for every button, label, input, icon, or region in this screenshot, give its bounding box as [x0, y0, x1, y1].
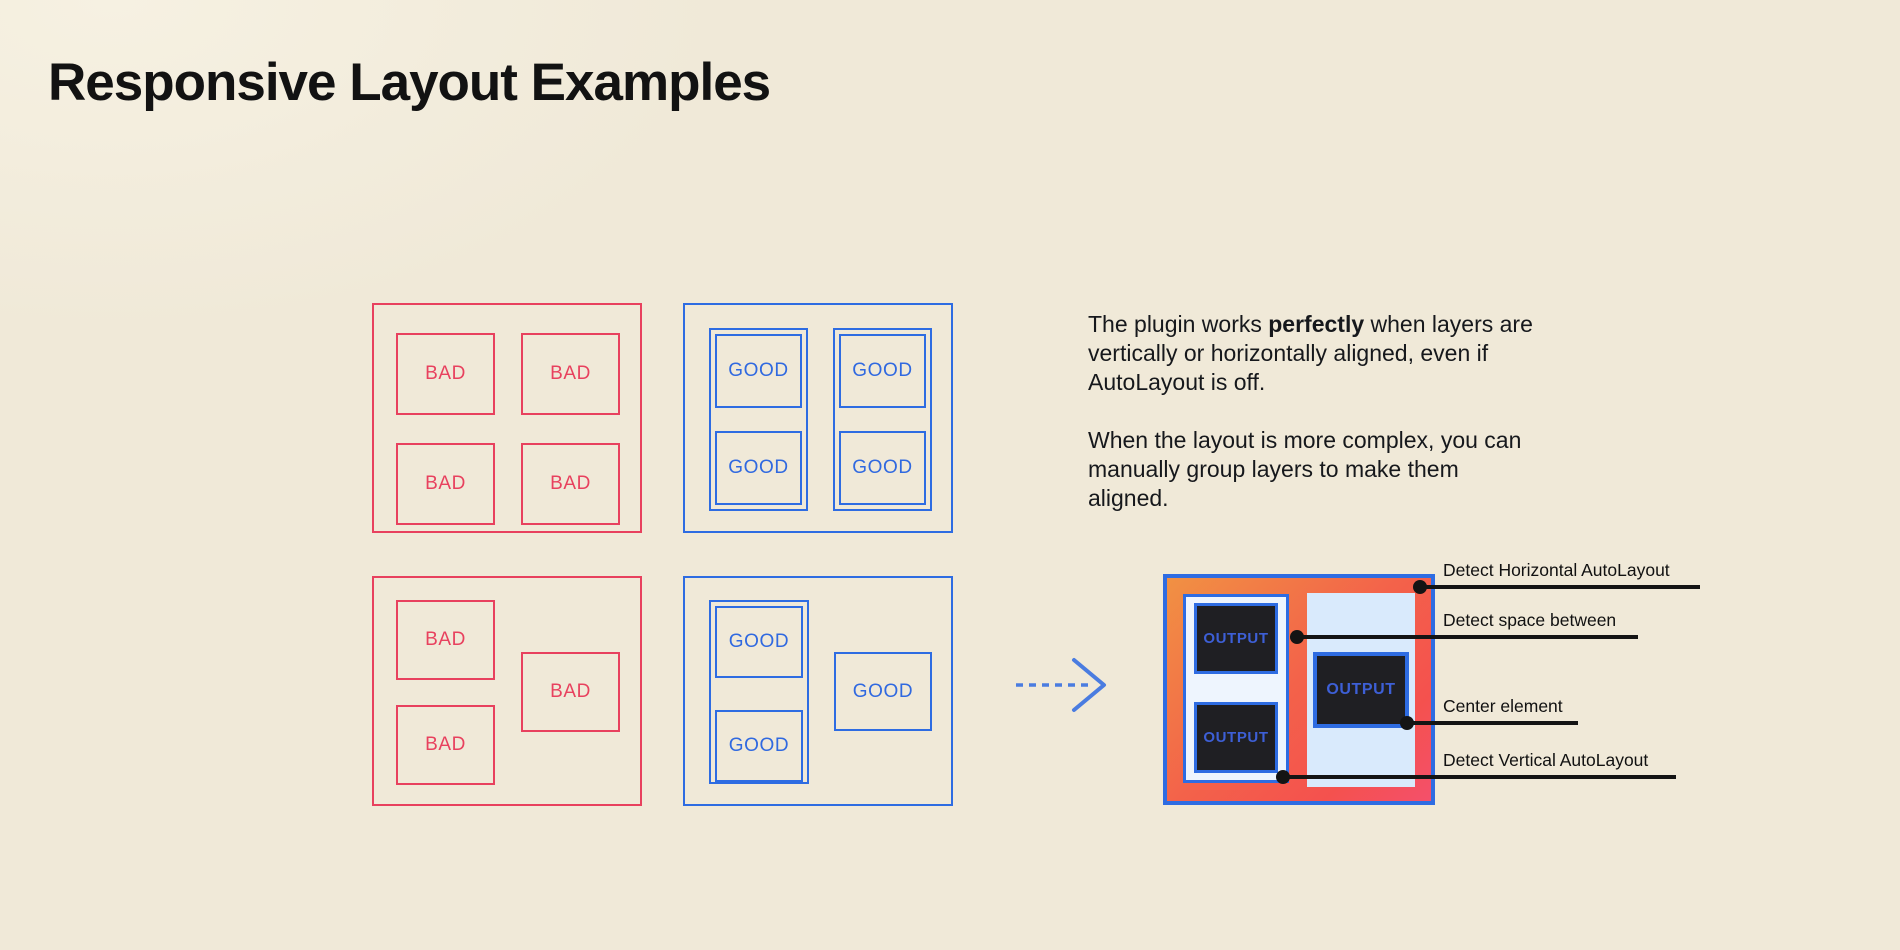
- description-text: The plugin works perfectly when layers a…: [1088, 310, 1540, 542]
- annotation-detect-vertical: Detect Vertical AutoLayout: [1443, 750, 1649, 770]
- flow-arrow-icon: [1016, 658, 1106, 712]
- connector-dot: [1400, 716, 1414, 730]
- good-box: GOOD: [839, 431, 926, 505]
- bad-box: BAD: [396, 333, 495, 415]
- connector-line: [1283, 775, 1676, 779]
- connector-line: [1420, 585, 1700, 589]
- good-manual-group: GOOD GOOD: [709, 600, 809, 784]
- output-center-panel: OUTPUT: [1307, 593, 1415, 787]
- bad-box: BAD: [396, 705, 495, 785]
- good-column-group: GOOD GOOD: [709, 328, 808, 511]
- bad-box: BAD: [521, 652, 620, 732]
- bad-box: BAD: [521, 333, 620, 415]
- bad-grid-example-frame: BAD BAD BAD BAD: [372, 303, 642, 533]
- output-box: OUTPUT: [1194, 702, 1278, 773]
- good-box: GOOD: [715, 334, 802, 408]
- good-box: GOOD: [715, 710, 803, 782]
- annotation-center-element: Center element: [1443, 696, 1563, 716]
- good-box: GOOD: [715, 606, 803, 678]
- description-paragraph-1: The plugin works perfectly when layers a…: [1088, 310, 1540, 397]
- connector-dot: [1290, 630, 1304, 644]
- output-box: OUTPUT: [1194, 603, 1278, 674]
- connector-line: [1297, 635, 1638, 639]
- bad-scattered-example-frame: BAD BAD BAD: [372, 576, 642, 806]
- connector-dot: [1276, 770, 1290, 784]
- description-bold-run: perfectly: [1268, 311, 1365, 337]
- bad-box: BAD: [521, 443, 620, 525]
- good-box: GOOD: [839, 334, 926, 408]
- good-grouped-example-frame: GOOD GOOD GOOD: [683, 576, 953, 806]
- page-title: Responsive Layout Examples: [48, 53, 771, 112]
- output-vertical-group: OUTPUT OUTPUT: [1183, 594, 1289, 783]
- annotation-detect-horizontal: Detect Horizontal AutoLayout: [1443, 560, 1670, 580]
- description-text-run: The plugin works: [1088, 311, 1269, 337]
- connector-dot: [1413, 580, 1427, 594]
- description-text-run: when layers are vertically or horizontal…: [1088, 311, 1533, 395]
- good-column-group: GOOD GOOD: [833, 328, 932, 511]
- good-box: GOOD: [834, 652, 932, 731]
- description-paragraph-2: When the layout is more complex, you can…: [1088, 427, 1522, 511]
- good-grid-example-frame: GOOD GOOD GOOD GOOD: [683, 303, 953, 533]
- bad-box: BAD: [396, 443, 495, 525]
- annotation-space-between: Detect space between: [1443, 610, 1617, 630]
- good-box: GOOD: [715, 431, 802, 505]
- autolayout-output-preview: OUTPUT OUTPUT OUTPUT: [1163, 574, 1435, 805]
- output-box: OUTPUT: [1313, 652, 1409, 728]
- connector-line: [1407, 721, 1578, 725]
- bad-box: BAD: [396, 600, 495, 680]
